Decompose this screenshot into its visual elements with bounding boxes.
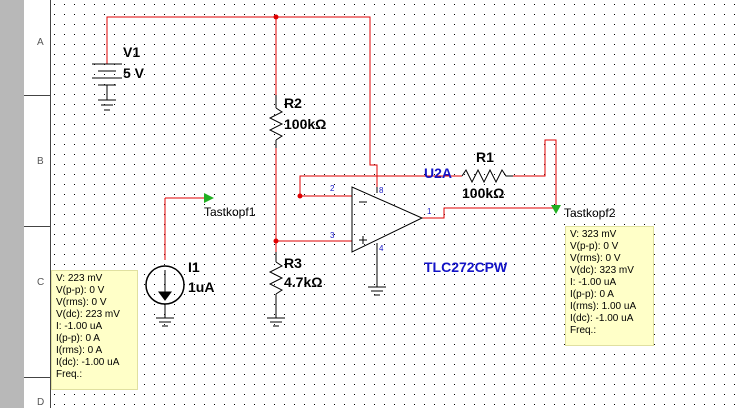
i1-current-source-symbol[interactable] bbox=[145, 265, 185, 327]
row-label-a: A bbox=[37, 37, 44, 48]
row-label-c: C bbox=[37, 277, 45, 288]
probe2-name-label: Tastkopf2 bbox=[564, 206, 616, 220]
r1-resistor-symbol[interactable] bbox=[461, 168, 513, 184]
probe2-readout-line: I(rms): 1.00 uA bbox=[570, 301, 637, 312]
junction-dot bbox=[297, 193, 303, 199]
probe2-readout-line: I(dc): -1.00 uA bbox=[570, 313, 634, 324]
pin-number-gnd: 4 bbox=[379, 244, 384, 253]
probe1-name-label: Tastkopf1 bbox=[204, 205, 256, 219]
u2a-ref-label: U2A bbox=[424, 165, 452, 181]
pin-number-noninv: 3 bbox=[330, 231, 335, 240]
row-ruler bbox=[24, 0, 51, 408]
u2a-opamp-symbol[interactable] bbox=[351, 186, 424, 296]
probe1-readout-line: I(p-p): 0 A bbox=[56, 333, 100, 344]
probe1-readout-line: I(rms): 0 A bbox=[56, 345, 103, 356]
probe1-readout-box[interactable]: V: 223 mV V(p-p): 0 V V(rms): 0 V V(dc):… bbox=[51, 270, 138, 390]
probe1-readout-line: V(p-p): 0 V bbox=[56, 285, 105, 296]
probe1-readout-line: I(dc): -1.00 uA bbox=[56, 357, 120, 368]
r3-value-label: 4.7kΩ bbox=[284, 274, 322, 290]
probe2-readout-line: V(p-p): 0 V bbox=[570, 241, 619, 252]
u2a-part-label: TLC272CPW bbox=[424, 259, 508, 275]
pin-number-vcc: 8 bbox=[379, 186, 384, 195]
i1-ref-label: I1 bbox=[188, 259, 200, 275]
v1-ref-label: V1 bbox=[123, 44, 140, 60]
row-label-d: D bbox=[37, 397, 45, 408]
probe1-arrow-icon[interactable] bbox=[204, 193, 214, 203]
r2-value-label: 100kΩ bbox=[284, 116, 326, 132]
probe2-readout-line: I(p-p): 0 A bbox=[570, 289, 614, 300]
r2-ref-label: R2 bbox=[284, 95, 302, 111]
probe1-readout-line: I: -1.00 uA bbox=[56, 321, 103, 332]
probe1-readout-line: Freq.: bbox=[56, 369, 83, 380]
r1-value-label: 100kΩ bbox=[462, 185, 504, 201]
probe2-readout-line: Freq.: bbox=[570, 325, 597, 336]
pin-number-inv: 2 bbox=[330, 184, 335, 193]
probe2-readout-line: I: -1.00 uA bbox=[570, 277, 617, 288]
junction-dot bbox=[273, 14, 279, 20]
probe2-readout-box[interactable]: V: 323 mV V(p-p): 0 V V(rms): 0 V V(dc):… bbox=[565, 226, 654, 346]
v1-value-label: 5 V bbox=[123, 65, 145, 81]
probe2-readout-line: V(rms): 0 V bbox=[570, 253, 621, 264]
r3-ref-label: R3 bbox=[284, 255, 302, 271]
r1-ref-label: R1 bbox=[476, 149, 494, 165]
probe1-readout-line: V(dc): 223 mV bbox=[56, 309, 120, 320]
probe2-readout-line: V: 323 mV bbox=[570, 229, 617, 240]
pin-number-out: 1 bbox=[427, 207, 432, 216]
r3-resistor-symbol[interactable] bbox=[267, 252, 285, 327]
i1-value-label: 1uA bbox=[188, 279, 214, 295]
probe1-readout-line: V: 223 mV bbox=[56, 273, 103, 284]
junction-dot bbox=[273, 238, 279, 244]
probe2-arrow-icon[interactable] bbox=[551, 205, 561, 214]
v1-battery-symbol[interactable] bbox=[92, 63, 122, 111]
probe2-readout-line: V(dc): 323 mV bbox=[570, 265, 634, 276]
r2-resistor-symbol[interactable] bbox=[268, 95, 284, 148]
probe1-readout-line: V(rms): 0 V bbox=[56, 297, 107, 308]
row-label-b: B bbox=[37, 156, 44, 167]
wires[interactable] bbox=[106, 16, 557, 260]
